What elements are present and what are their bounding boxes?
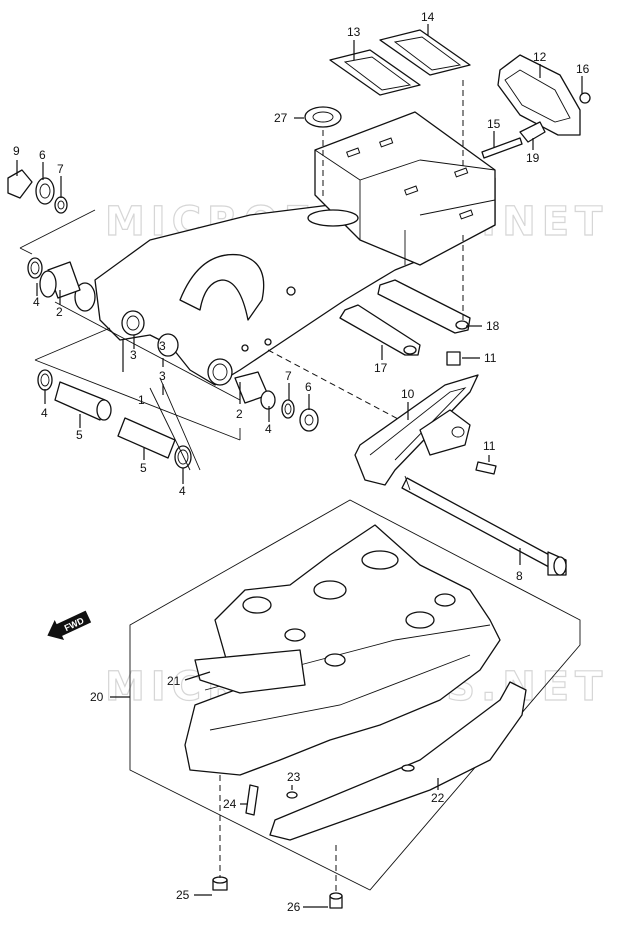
clamp-cover-22 (269, 681, 527, 841)
part-label-4: 4 (33, 295, 40, 309)
part-label-13: 13 (347, 25, 361, 39)
sleeves-lower (37, 369, 319, 469)
part-label-2: 2 (56, 305, 63, 319)
part-label-27: 27 (274, 111, 288, 125)
fwd-arrow-icon: FWD (47, 610, 92, 641)
part-label-15: 15 (487, 117, 501, 131)
part-label-19: 19 (526, 151, 540, 165)
part-label-20: 20 (90, 690, 104, 704)
part-label-14: 14 (421, 10, 435, 24)
swivel-bracket (74, 111, 496, 386)
part-label-16: 16 (576, 62, 590, 76)
part-label-9: 9 (13, 144, 20, 158)
part-label-4: 4 (179, 484, 186, 498)
part-label-2: 2 (236, 407, 243, 421)
small-fasteners (212, 784, 343, 909)
part-label-3: 3 (159, 339, 166, 353)
clamp-bracket (184, 524, 501, 776)
part-label-6: 6 (305, 380, 312, 394)
bushings-left (7, 169, 81, 299)
part-label-17: 17 (374, 361, 388, 375)
through-bolt (401, 475, 567, 576)
part-label-24: 24 (223, 797, 237, 811)
part-label-10: 10 (401, 387, 415, 401)
part-label-8: 8 (516, 569, 523, 583)
part-label-4: 4 (265, 422, 272, 436)
part-label-11: 11 (484, 351, 497, 365)
stopper-plate (354, 374, 479, 486)
part-label-18: 18 (486, 319, 500, 333)
part-label-26: 26 (287, 900, 301, 914)
part-label-5: 5 (140, 461, 147, 475)
part-label-11: 11 (483, 439, 496, 453)
part-label-12: 12 (533, 50, 547, 64)
part-label-1: 1 (138, 393, 145, 407)
part-labels: 9 6 7 4 2 3 3 3 1 2 4 7 6 4 5 5 4 10 11 … (13, 10, 590, 914)
part-label-25: 25 (176, 888, 190, 902)
part-label-21: 21 (167, 674, 181, 688)
part-label-23: 23 (287, 770, 301, 784)
part-label-22: 22 (431, 791, 445, 805)
leader-lines (16, 24, 583, 908)
part-label-6: 6 (39, 148, 46, 162)
part-label-7: 7 (57, 162, 64, 176)
grouping-brackets (19, 209, 241, 471)
part-label-4: 4 (41, 406, 48, 420)
part-label-5: 5 (76, 428, 83, 442)
alignment-lines (219, 80, 464, 893)
part-label-3: 3 (130, 348, 137, 362)
top-plates (304, 29, 591, 475)
part-label-3: 3 (159, 369, 166, 383)
clamp-bracket-frame (129, 499, 581, 891)
part-label-7: 7 (285, 369, 292, 383)
